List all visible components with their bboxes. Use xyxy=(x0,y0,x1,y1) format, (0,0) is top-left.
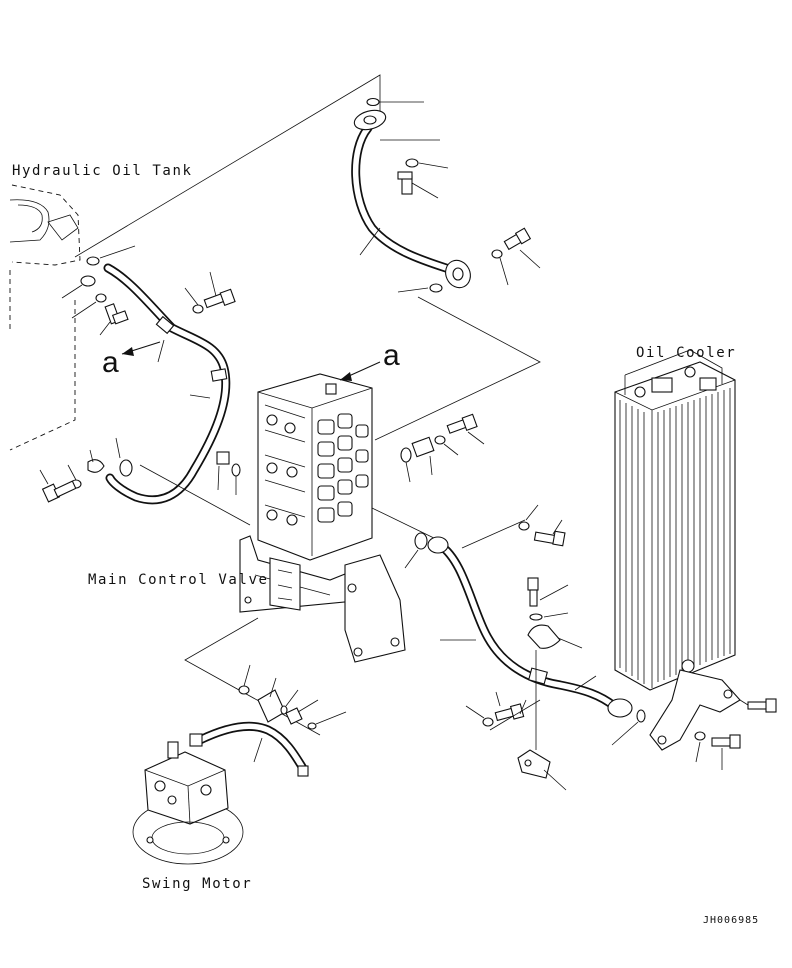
bolt xyxy=(527,577,539,607)
clamp xyxy=(527,624,561,649)
o-ring xyxy=(414,532,428,550)
swing-motor-hose xyxy=(189,721,309,777)
view-a-marker-valve: a xyxy=(383,339,400,372)
o-ring xyxy=(231,463,241,477)
hydraulic-oil-tank-label: Hydraulic Oil Tank xyxy=(12,163,193,179)
main-control-valve-label: Main Control Valve xyxy=(88,572,269,588)
o-ring xyxy=(86,256,100,266)
bolt xyxy=(503,227,532,251)
bolt xyxy=(711,734,741,749)
swing-motor xyxy=(132,741,244,865)
washer xyxy=(694,731,706,741)
washer xyxy=(192,304,204,314)
bolt xyxy=(533,530,566,547)
fitting xyxy=(216,451,230,465)
view-a-marker-left: a xyxy=(102,346,119,379)
upper-return-hose xyxy=(351,109,471,289)
bolt xyxy=(747,698,777,713)
clamp xyxy=(80,275,96,287)
washer xyxy=(482,717,494,727)
oil-cooler-label: Oil Cooler xyxy=(636,345,737,361)
valve-bracket xyxy=(239,535,406,663)
valve-port-adapter xyxy=(400,436,435,463)
washer xyxy=(95,293,107,303)
bolt xyxy=(104,303,129,325)
oil-cooler xyxy=(614,349,736,691)
o-ring xyxy=(238,685,250,695)
cooler-hose xyxy=(427,536,633,718)
washer xyxy=(491,249,503,259)
o-ring xyxy=(119,459,133,477)
main-control-valve xyxy=(257,373,373,561)
figure-id: JH006985 xyxy=(703,915,760,926)
hydraulic-oil-tank xyxy=(9,184,81,451)
o-ring xyxy=(307,722,317,730)
washer xyxy=(405,158,419,168)
o-ring xyxy=(366,97,380,107)
o-ring xyxy=(280,705,288,715)
bolt xyxy=(446,413,478,434)
swivel-adapter xyxy=(257,689,286,723)
washer xyxy=(434,435,446,445)
bolt xyxy=(494,703,525,722)
bolt xyxy=(397,171,413,195)
washer xyxy=(518,521,530,531)
bolt xyxy=(41,480,77,503)
cooler-bracket xyxy=(649,669,741,751)
elbow-fitting xyxy=(285,707,303,725)
clamp xyxy=(87,459,105,473)
tank-suction-hose xyxy=(103,263,231,505)
o-ring xyxy=(636,709,646,723)
swing-motor-label: Swing Motor xyxy=(142,876,253,892)
bolt xyxy=(203,288,236,309)
hose-bracket xyxy=(517,749,551,779)
o-ring xyxy=(429,283,443,293)
washer xyxy=(529,613,543,621)
